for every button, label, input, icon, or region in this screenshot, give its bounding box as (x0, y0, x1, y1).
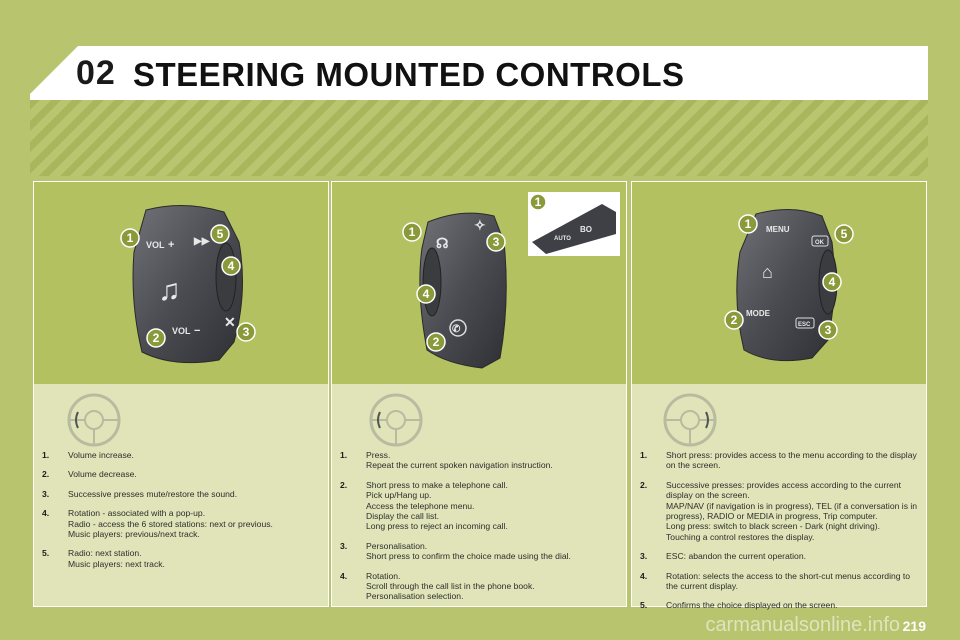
list-item: 1.Volume increase. (42, 450, 134, 460)
steering-wheel-icon (663, 393, 717, 447)
list-item: 2.Volume decrease. (42, 469, 137, 480)
callout-2: 2 (426, 332, 446, 352)
callout-1: 1 (402, 222, 422, 242)
svg-text:1: 1 (745, 217, 752, 231)
list-item: 5.Radio: next station. Music players: ne… (42, 548, 165, 569)
chapter-number: 02 (76, 54, 116, 92)
header-bar (30, 46, 928, 100)
svg-text:4: 4 (423, 287, 430, 301)
callout-3: 3 (236, 322, 256, 342)
callout-1: 1 (120, 228, 140, 248)
ok-button-outline (811, 235, 829, 247)
list-item: 3.Personalisation. Short press to confir… (340, 540, 571, 562)
callout-2: 2 (146, 328, 166, 348)
svg-text:1: 1 (535, 195, 542, 209)
svg-text:5: 5 (841, 227, 848, 241)
esc-button-outline (795, 317, 815, 329)
volume-stalk-illustration: VOL + ▶▶ ♫ VOL − ✕ 1 5 4 2 (120, 204, 256, 364)
page-title: STEERING MOUNTED CONTROLS (133, 56, 685, 93)
rotary-wheel (215, 242, 237, 312)
rotary-wheel (422, 247, 442, 317)
steering-wheel-icon (369, 393, 423, 447)
callout-4: 4 (416, 284, 436, 304)
svg-text:3: 3 (493, 235, 500, 249)
lighting-stalk-inset (532, 204, 616, 254)
callout-2: 2 (724, 310, 744, 330)
menu-controls-list: 1.Short press: provides access to the me… (640, 450, 920, 620)
svg-text:2: 2 (153, 331, 160, 345)
list-item: 5.Confirms the choice displayed on the s… (640, 600, 838, 611)
illustration-area: MENU OK ⌂ MODE ESC 1 5 4 2 (632, 182, 926, 384)
mode-label: MODE (746, 309, 771, 318)
svg-text:3: 3 (825, 323, 832, 337)
list-item: 3.Successive presses mute/restore the so… (42, 488, 238, 499)
list-item: 2.Successive presses: provides access ac… (640, 479, 918, 542)
vol-up-label: VOL (146, 240, 165, 250)
callout-3: 3 (818, 320, 838, 340)
svg-text:1: 1 (127, 231, 134, 245)
inset-label-auto: AUTO (554, 236, 571, 242)
list-item: 2.Short press to make a telephone call. … (340, 479, 508, 532)
panel-telephone-controls: AUTO BO 1 ☊ ✧ ✆ 1 3 4 (331, 181, 627, 607)
illustration-area: VOL + ▶▶ ♫ VOL − ✕ 1 5 4 2 (34, 182, 328, 384)
fast-forward-icon: ▶▶ (193, 236, 211, 247)
list-item: 4.Rotation - associated with a pop-up. R… (42, 508, 273, 540)
music-note-icon: ♫ (158, 274, 181, 307)
callout-4: 4 (822, 272, 842, 292)
mute-icon: ✕ (224, 314, 236, 330)
callout-5: 5 (210, 224, 230, 244)
svg-text:4: 4 (228, 259, 235, 273)
phone-icon: ✆ (452, 324, 461, 335)
callout-1: 1 (738, 214, 758, 234)
svg-text:5: 5 (217, 227, 224, 241)
list-item: 3.ESC: abandon the current operation. (640, 551, 806, 562)
personalisation-star-icon: ✧ (474, 217, 486, 233)
mouse-scroll-icon: ⌂ (762, 262, 773, 282)
phone-button-outline (449, 319, 467, 337)
volume-controls-list: 1.Volume increase. 2.Volume decrease. 3.… (42, 450, 322, 578)
watermark: carmanualsonline.info (705, 614, 900, 636)
svg-text:2: 2 (731, 313, 738, 327)
illustration-area: AUTO BO 1 ☊ ✧ ✆ 1 3 4 (332, 182, 626, 384)
ok-label: OK (815, 240, 825, 246)
minus-icon: − (194, 325, 200, 337)
decorative-stripe-band (30, 100, 928, 176)
list-item: 1.Short press: provides access to the me… (640, 450, 917, 471)
svg-text:2: 2 (433, 335, 440, 349)
svg-text:1: 1 (409, 225, 416, 239)
svg-text:4: 4 (829, 275, 836, 289)
panel-volume-controls: VOL + ▶▶ ♫ VOL − ✕ 1 5 4 2 (33, 181, 329, 607)
steering-wheel-icon (67, 393, 121, 447)
esc-label: ESC (798, 322, 811, 328)
telephone-controls-list: 1.Press. Repeat the current spoken navig… (340, 450, 620, 611)
callout-5: 5 (834, 224, 854, 244)
telephone-stalk-illustration: AUTO BO 1 ☊ ✧ ✆ 1 3 4 (402, 192, 620, 369)
callout-3: 3 (486, 232, 506, 252)
callout-4: 4 (221, 256, 241, 276)
svg-text:3: 3 (243, 325, 250, 339)
page-number: 219 (902, 618, 926, 634)
panel-menu-controls: MENU OK ⌂ MODE ESC 1 5 4 2 (631, 181, 927, 610)
list-item: 1.Press. Repeat the current spoken navig… (340, 450, 553, 471)
list-item: 4.Rotation: selects the access to the sh… (640, 570, 911, 592)
vol-down-label: VOL (172, 326, 191, 336)
voice-icon: ☊ (436, 235, 448, 251)
plus-icon: + (168, 239, 174, 251)
inset-label-bo: BO (580, 225, 592, 234)
list-item: 4.Rotation. Scroll through the call list… (340, 570, 535, 602)
inset-callout-1: 1 (529, 193, 547, 211)
menu-label: MENU (766, 225, 790, 234)
menu-stalk-illustration: MENU OK ⌂ MODE ESC 1 5 4 2 (724, 208, 854, 362)
